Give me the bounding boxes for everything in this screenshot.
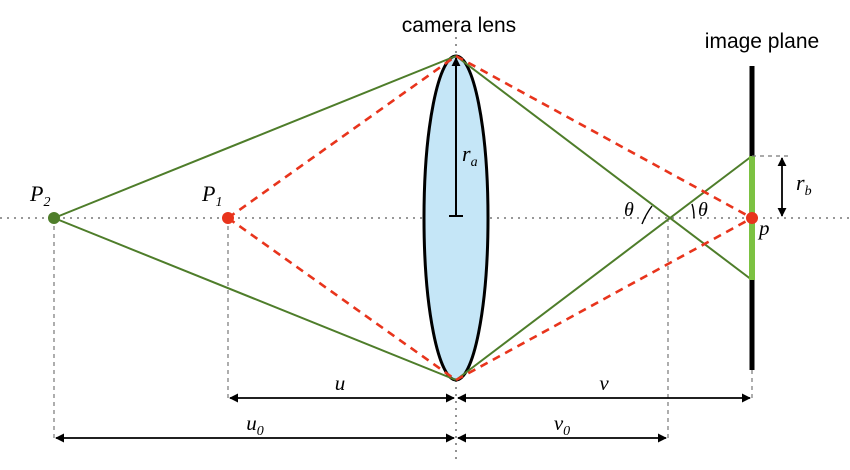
theta-right-label: θ <box>698 199 708 221</box>
u0-label: u0 <box>246 411 264 439</box>
point-p2 <box>48 212 60 224</box>
p2-label: P2 <box>29 181 50 210</box>
image-plane-label: image plane <box>705 30 819 53</box>
v-label: v <box>599 371 609 395</box>
ra-label: ra <box>462 141 478 170</box>
theta-left-label: θ <box>624 199 634 221</box>
camera-lens-label: camera lens <box>402 14 516 37</box>
p-label: p <box>757 216 770 240</box>
green-ray-upper-left <box>53 55 457 219</box>
green-ray-upper-right <box>455 55 753 281</box>
v0-label: v0 <box>554 411 570 439</box>
theta-arc-left <box>641 205 653 225</box>
red-ray-upper-right <box>455 54 753 220</box>
red-ray-lower-right <box>455 216 753 382</box>
point-p <box>746 212 758 224</box>
u-label: u <box>335 371 346 395</box>
red-ray-lower-left <box>227 216 457 382</box>
theta-arc-right <box>691 203 695 219</box>
green-ray-lower-right <box>455 155 753 381</box>
point-p1 <box>222 212 234 224</box>
red-ray-upper-left <box>227 54 457 220</box>
p1-label: P1 <box>201 181 222 210</box>
rb-label: rb <box>796 170 812 199</box>
green-ray-lower-left <box>53 217 457 381</box>
